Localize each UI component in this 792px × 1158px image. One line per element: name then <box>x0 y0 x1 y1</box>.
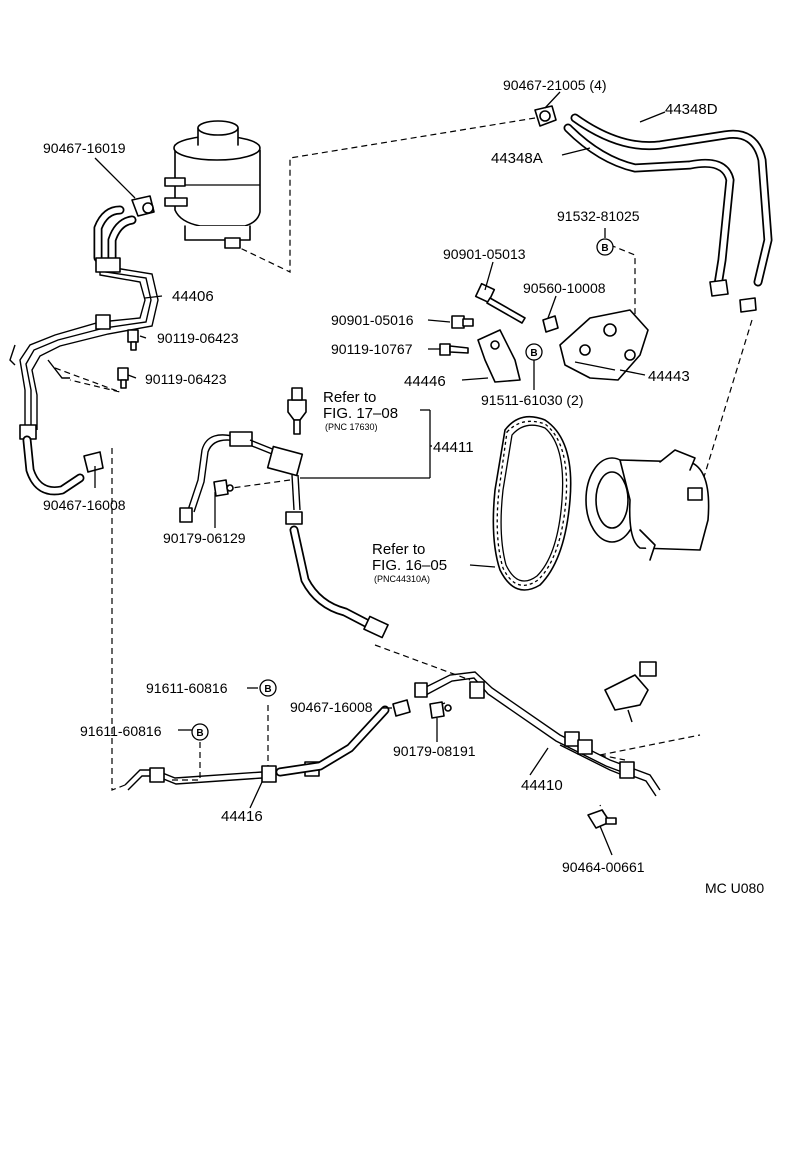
hose-44416 <box>124 705 390 791</box>
label-91532-81025: 91532-81025 <box>557 208 640 224</box>
label-90464-00661: 90464-00661 <box>562 859 645 875</box>
ref-fig-16-05-line1: Refer to <box>372 541 425 558</box>
label-44406: 44406 <box>172 288 214 305</box>
bolt-90901-05013 <box>474 282 526 324</box>
reservoir-tank <box>164 120 261 249</box>
label-44410: 44410 <box>521 777 563 794</box>
diagram-code: MC U080 <box>705 880 764 896</box>
bracket-44446 <box>477 329 521 383</box>
label-44443: 44443 <box>648 368 690 385</box>
clip-90464-00661 <box>587 809 617 829</box>
ref-fig-17-08-line1: Refer to <box>323 389 376 406</box>
label-90467-16008-b: 90467-16008 <box>290 699 373 715</box>
ref-fig-17-08-pnc: (PNC 17630) <box>325 422 378 432</box>
pipe-44406 <box>9 205 159 496</box>
label-44411: 44411 <box>433 439 474 456</box>
pressure-switch <box>287 387 307 435</box>
leader-lines <box>94 91 666 856</box>
label-44348A: 44348A <box>491 150 543 167</box>
label-91611-60816-a: 91611-60816 <box>146 680 228 696</box>
bracket-44443 <box>559 309 649 381</box>
hose-44348A <box>563 123 735 290</box>
clip-90119-06423-a <box>127 329 139 351</box>
label-91511-61030: 91511-61030 (2) <box>481 392 583 408</box>
label-90179-06129: 90179-06129 <box>163 530 246 546</box>
label-90467-21005: 90467-21005 (4) <box>503 77 607 93</box>
label-90901-05013: 90901-05013 <box>443 246 526 262</box>
bolt-90119-10767 <box>439 343 469 356</box>
label-90467-16008-a: 90467-16008 <box>43 497 126 513</box>
hose-44348D <box>570 113 773 287</box>
clamp-90467-16008-a <box>83 451 104 473</box>
clamp-90467-16019 <box>131 195 155 217</box>
hose-44410 <box>414 671 661 797</box>
label-90467-16019: 90467-16019 <box>43 140 126 156</box>
badge-b-91611-a: B <box>259 679 277 697</box>
badge-b-91611-b: B <box>191 723 209 741</box>
badge-b-91511: B <box>525 343 543 361</box>
clamp-90467-16008-b <box>392 699 411 717</box>
part-labels: 90467-21005 (4) 44348D 44348A 90467-1601… <box>43 77 764 896</box>
label-90560-10008: 90560-10008 <box>523 280 606 296</box>
svg-text:B: B <box>530 348 537 359</box>
collar-90560-10008 <box>542 315 559 333</box>
ref-fig-17-08-line2: FIG. 17–08 <box>323 405 398 422</box>
hose-44411 <box>179 431 389 639</box>
clip-90179-06129 <box>213 479 234 497</box>
power-steering-pump <box>585 449 710 561</box>
label-44348D: 44348D <box>665 101 718 118</box>
badge-b-91532: B <box>596 238 614 256</box>
label-90119-10767: 90119-10767 <box>331 341 413 357</box>
ref-fig-16-05-line2: FIG. 16–05 <box>372 557 447 574</box>
label-90179-08191: 90179-08191 <box>393 743 476 759</box>
svg-text:B: B <box>196 728 203 739</box>
label-91611-60816-b: 91611-60816 <box>80 723 162 739</box>
clip-90119-06423-b <box>117 367 129 389</box>
label-44446: 44446 <box>404 373 446 390</box>
svg-text:B: B <box>601 243 608 254</box>
fitting-pinion <box>604 661 657 723</box>
label-90119-06423-b: 90119-06423 <box>145 371 227 387</box>
clip-90179-08191 <box>429 701 452 719</box>
hose-end-clamps <box>709 279 757 313</box>
ref-fig-16-05-pnc: (PNC44310A) <box>374 574 430 584</box>
bolt-90901-05016 <box>451 315 474 329</box>
label-90901-05016: 90901-05016 <box>331 312 414 328</box>
label-90119-06423-a: 90119-06423 <box>157 330 239 346</box>
label-44416: 44416 <box>221 808 263 825</box>
clamp-90467-21005 <box>534 105 557 127</box>
v-belt <box>492 415 572 591</box>
svg-text:B: B <box>264 684 271 695</box>
